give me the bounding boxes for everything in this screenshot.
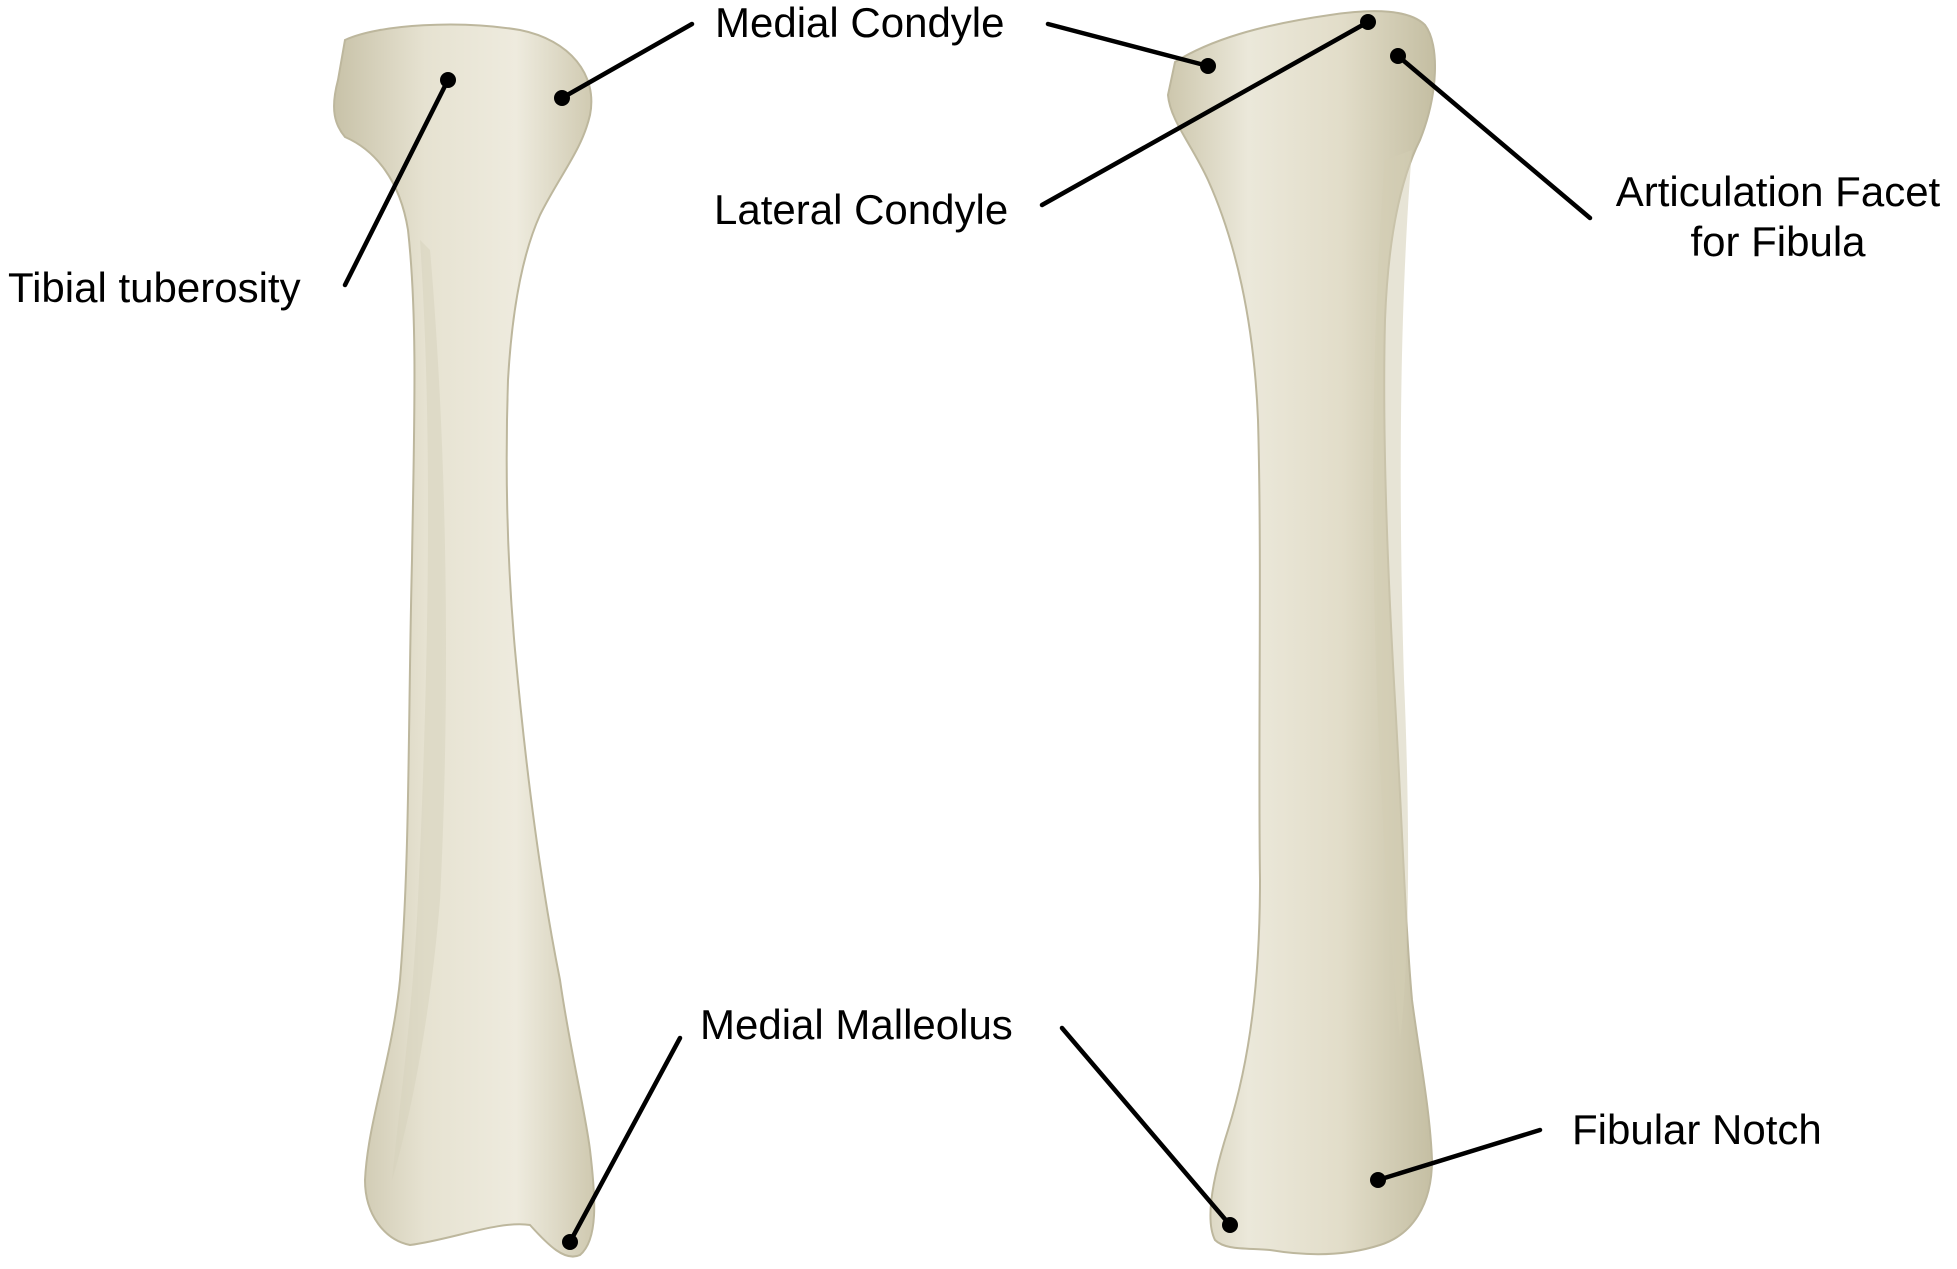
left-tibia-bone (334, 25, 594, 1257)
label-medial-condyle: Medial Condyle (715, 0, 1005, 48)
dot-medial-malleolus-right (1222, 1217, 1238, 1233)
label-lateral-condyle: Lateral Condyle (714, 185, 1008, 235)
dot-lateral-condyle (1360, 14, 1376, 30)
leader-medial-malleolus-right (1062, 1028, 1230, 1225)
label-articulation-facet-line2: for Fibula (1608, 217, 1948, 267)
dot-medial-condyle-left (554, 90, 570, 106)
dot-medial-malleolus-left (562, 1234, 578, 1250)
leader-articulation-facet (1398, 56, 1590, 218)
leader-medial-condyle-right (1048, 24, 1208, 66)
label-fibular-notch: Fibular Notch (1572, 1105, 1822, 1155)
label-articulation-facet: Articulation Facet for Fibula (1608, 167, 1948, 268)
dot-articulation-facet (1390, 48, 1406, 64)
dot-medial-condyle-right (1200, 58, 1216, 74)
label-tibial-tuberosity: Tibial tuberosity (8, 263, 301, 313)
label-articulation-facet-line1: Articulation Facet (1608, 167, 1948, 217)
dot-fibular-notch (1370, 1172, 1386, 1188)
leader-medial-condyle-left (562, 24, 692, 98)
dot-tibial-tuberosity (440, 72, 456, 88)
label-medial-malleolus: Medial Malleolus (700, 1000, 1013, 1050)
